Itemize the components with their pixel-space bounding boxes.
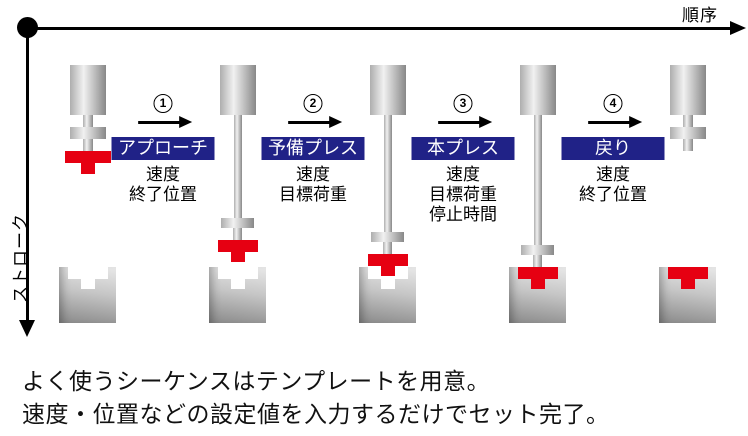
arrow-line [138, 121, 181, 124]
workpiece [218, 240, 258, 252]
caption-line-1: よく使うシーケンスはテンプレートを用意。 [22, 368, 491, 394]
workpiece-tab [381, 266, 395, 276]
param-line: 速度 [446, 165, 480, 184]
param-line: 終了位置 [129, 185, 197, 204]
die-cavity [68, 267, 108, 279]
ram-rod-extended [534, 115, 542, 245]
workpiece [668, 267, 708, 279]
param-line: 目標荷重 [429, 185, 497, 204]
die-cavity-notch [381, 279, 395, 289]
step-1-params: 速度 終了位置 [88, 165, 238, 205]
step-2-params: 速度 目標荷重 [238, 165, 388, 205]
die-cavity-notch [231, 279, 245, 289]
die-cavity-notch [81, 279, 95, 289]
ram-flange [670, 127, 706, 139]
step-2-arrow-icon [288, 116, 343, 129]
ram-rod-extended [234, 115, 242, 218]
workpiece-tab [681, 279, 695, 289]
x-axis-line [27, 26, 732, 30]
step-3: 3 本プレス 速度 目標荷重 停止時間 [388, 92, 538, 232]
workpiece [368, 254, 408, 266]
y-axis-line [25, 26, 29, 321]
arrow-line [588, 121, 631, 124]
param-line: 目標荷重 [279, 185, 347, 204]
ram-rod [83, 115, 93, 127]
ram-rod [383, 242, 392, 254]
workpiece-tab [81, 163, 95, 174]
x-axis-arrow-icon [730, 21, 746, 35]
ram-rod [683, 115, 693, 127]
step-4-params: 速度 終了位置 [538, 165, 688, 205]
ram-cylinder [370, 65, 406, 115]
step-4-arrow-icon [588, 116, 643, 129]
ram-flange [521, 245, 554, 255]
param-line: 停止時間 [429, 205, 497, 224]
ram-cylinder [520, 65, 556, 115]
step-1: 1 アプローチ 速度 終了位置 [88, 92, 238, 232]
step-4-number-badge: 4 [603, 94, 623, 113]
die-cavity [218, 267, 258, 279]
param-line: 速度 [596, 165, 630, 184]
workpiece-tab [531, 279, 545, 289]
workpiece-tab [231, 252, 245, 262]
step-2-number-badge: 2 [303, 94, 323, 113]
ram-flange [371, 232, 404, 242]
arrow-line [438, 121, 481, 124]
step-3-number-badge: 3 [453, 94, 473, 113]
axis-origin-dot [16, 16, 38, 38]
step-1-arrow-icon [138, 116, 193, 129]
step-1-number-badge: 1 [153, 94, 173, 113]
step-1-banner: アプローチ [111, 137, 215, 160]
workpiece [518, 267, 558, 279]
workpiece [65, 151, 111, 163]
arrow-head [329, 116, 343, 128]
ram-cylinder [70, 65, 106, 115]
step-3-params: 速度 目標荷重 停止時間 [388, 165, 538, 225]
step-3-banner: 本プレス [411, 137, 515, 160]
ram-flange [221, 218, 254, 228]
step-3-arrow-icon [438, 116, 493, 129]
ram-rod [683, 139, 693, 151]
caption-line-2: 速度・位置などの設定値を入力するだけでセット完了。 [22, 401, 610, 427]
ram-rod-extended [384, 115, 392, 232]
arrow-head [179, 116, 193, 128]
step-2-banner: 予備プレス [261, 137, 365, 160]
param-line: 速度 [146, 165, 180, 184]
ram-rod [83, 139, 93, 151]
arrow-line [288, 121, 331, 124]
ram-rod [233, 228, 242, 240]
step-2: 2 予備プレス 速度 目標荷重 [238, 92, 388, 232]
y-axis-arrow-icon [19, 320, 35, 337]
step-4: 4 戻り 速度 終了位置 [538, 92, 688, 232]
x-axis-label: 順序 [682, 6, 718, 25]
param-line: 終了位置 [579, 185, 647, 204]
y-axis-label: ストローク [11, 213, 30, 303]
param-line: 速度 [296, 165, 330, 184]
ram-flange [70, 127, 106, 139]
ram-rod [533, 255, 542, 267]
step-4-banner: 戻り [561, 137, 665, 160]
ram-cylinder [220, 65, 256, 115]
ram-cylinder [670, 65, 706, 115]
arrow-head [629, 116, 643, 128]
arrow-head [479, 116, 493, 128]
